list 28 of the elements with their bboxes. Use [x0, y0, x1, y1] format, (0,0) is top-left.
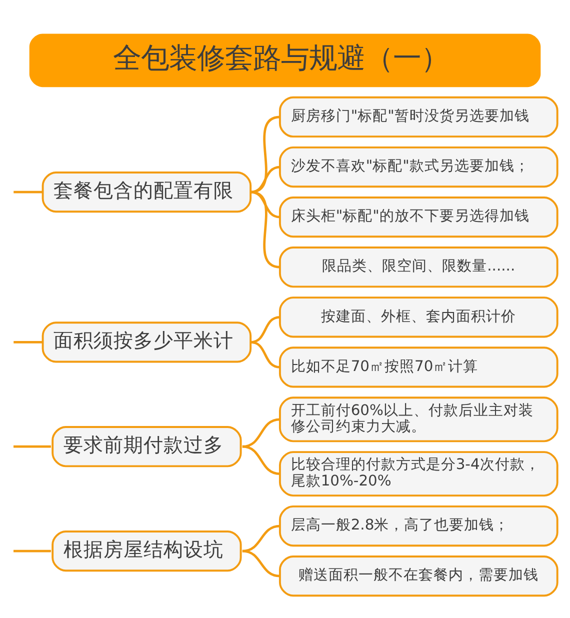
connector [14, 190, 43, 194]
node-box: 比如不足70㎡按照70㎡计算 [278, 346, 558, 388]
connector [250, 190, 280, 268]
connector [250, 316, 280, 344]
node-box: 根据房屋结构设坑 [52, 530, 242, 572]
node-box: 要求前期付款过多 [52, 426, 242, 468]
node-box: 层高一般2.8米，高了也要加钱； [278, 505, 558, 547]
node-box: 限品类、限空间、限数量...... [278, 246, 558, 288]
node-box: 床头柜"标配"的放不下要另选得加钱 [278, 196, 558, 238]
connector [14, 445, 51, 448]
connector [14, 340, 43, 344]
connector [242, 524, 280, 552]
connector [242, 550, 280, 578]
diagram-title: 全包装修套路与规避（一） [113, 41, 450, 74]
node-box: 套餐包含的配置有限 [42, 172, 252, 213]
node-box: 厨房移门"标配"暂时没货另选要加钱 [278, 96, 558, 138]
node-box: 赠送面积一般不在套餐内，需要加钱 [278, 556, 558, 597]
node-box: 比较合理的付款方式是分3-4次付款，尾款10%-20% [278, 451, 558, 497]
node-box: 沙发不喜欢"标配"款式另选要加钱； [278, 146, 558, 188]
connector [242, 418, 280, 448]
connector [250, 116, 280, 194]
node-box: 按建面、外框、套内面积计价 [278, 296, 558, 338]
node-box: 开工前付60%以上、付款后业主对装修公司约束力大减。 [278, 396, 558, 442]
connector [250, 341, 280, 368]
connector [250, 166, 280, 194]
connector [242, 445, 280, 475]
connector [14, 550, 51, 552]
node-box: 面积须按多少平米计 [42, 322, 252, 363]
